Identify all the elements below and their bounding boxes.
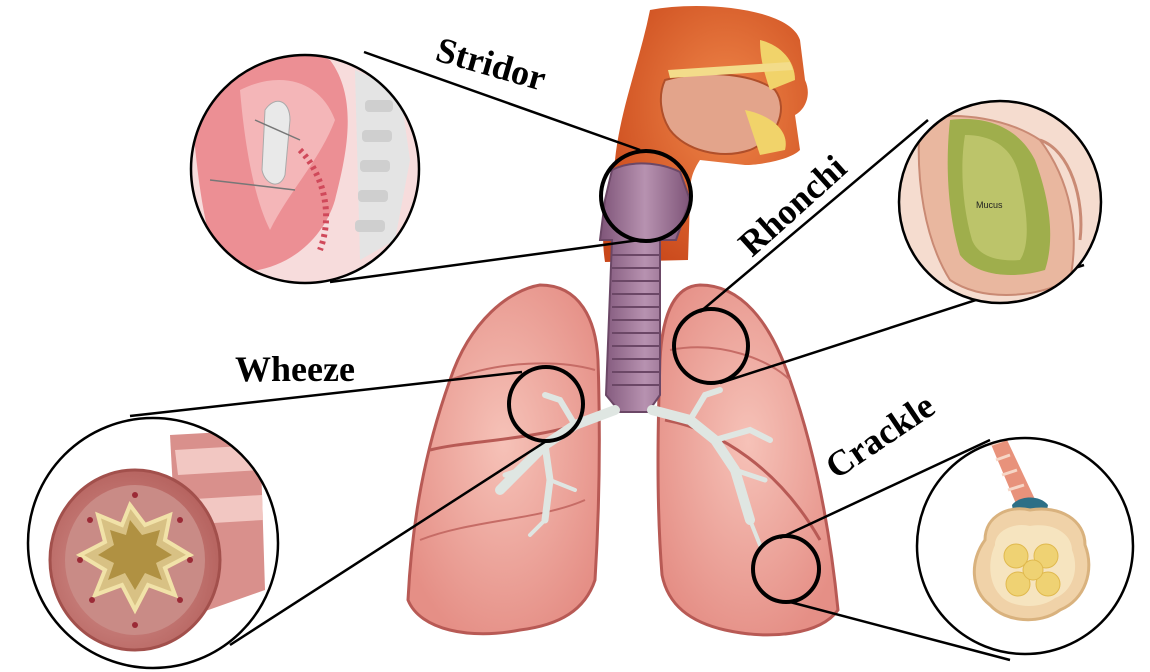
wheeze-zoom [28, 418, 278, 668]
rhonchi-zoom: Mucus [890, 95, 1110, 310]
wheeze-label: Wheeze [235, 349, 355, 389]
left-lung-shape [408, 285, 599, 634]
left-lung [408, 285, 599, 634]
stridor-label: Stridor [432, 29, 551, 98]
mucus-label: Mucus [976, 200, 1003, 210]
stridor-zoom [180, 50, 430, 290]
